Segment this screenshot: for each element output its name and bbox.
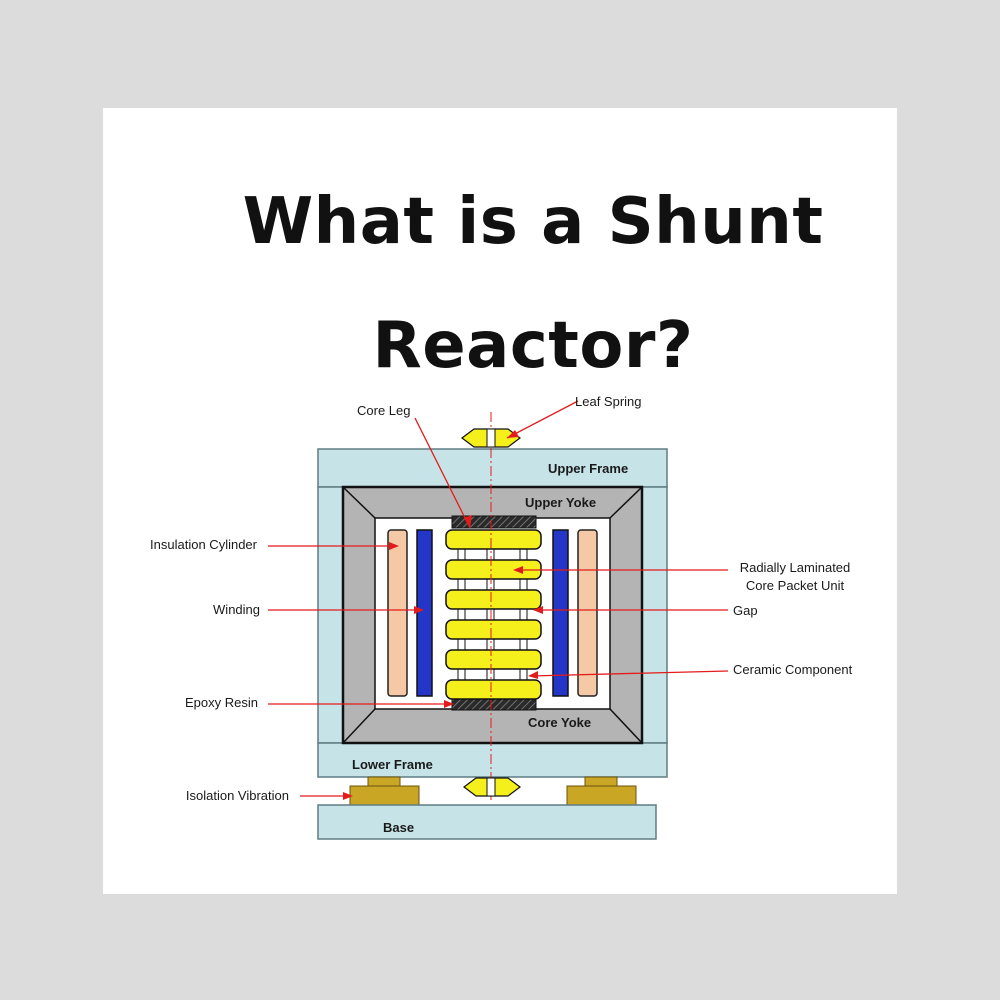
radially-laminated-label-line-2: Core Packet Unit [746, 578, 845, 593]
right-side-frame [641, 486, 668, 744]
core-leg-label: Core Leg [357, 403, 410, 418]
radially-laminated-label-line-1: Radially Laminated [740, 560, 851, 575]
leaf-spring-label: Leaf Spring [575, 394, 642, 409]
leaf-spring-top [461, 428, 521, 448]
core-packets [445, 529, 542, 700]
insulation-cylinder-label: Insulation Cylinder [150, 537, 258, 552]
isolation-vibration-label: Isolation Vibration [186, 788, 289, 803]
upper-yoke-label: Upper Yoke [525, 495, 596, 510]
upper-frame-label: Upper Frame [548, 461, 628, 476]
callout-leaders [268, 400, 729, 800]
epoxy-resin-bottom [451, 697, 537, 711]
title-line-1: What is a Shunt [242, 185, 824, 259]
epoxy-resin-top [451, 515, 537, 529]
winding-label: Winding [213, 602, 260, 617]
base [317, 804, 657, 840]
title-line-2: Reactor? [372, 309, 694, 383]
base-label: Base [383, 820, 414, 835]
ceramic-component-label: Ceramic Component [733, 662, 853, 677]
insulation-cylinder-right [577, 529, 598, 697]
epoxy-resin-label: Epoxy Resin [185, 695, 258, 710]
page-title: What is a Shunt Reactor? [103, 160, 963, 408]
lower-frame-label: Lower Frame [352, 757, 433, 772]
winding-right [552, 529, 569, 697]
winding-left [416, 529, 433, 697]
upper-frame [317, 448, 668, 488]
leaf-spring-bottom [463, 777, 521, 797]
isolation-vibration-mount-left [349, 776, 420, 806]
insulation-cylinder-left [387, 529, 408, 697]
core-yoke-label: Core Yoke [528, 715, 591, 730]
isolation-vibration-mount-right [566, 776, 637, 806]
gap-label: Gap [733, 603, 758, 618]
